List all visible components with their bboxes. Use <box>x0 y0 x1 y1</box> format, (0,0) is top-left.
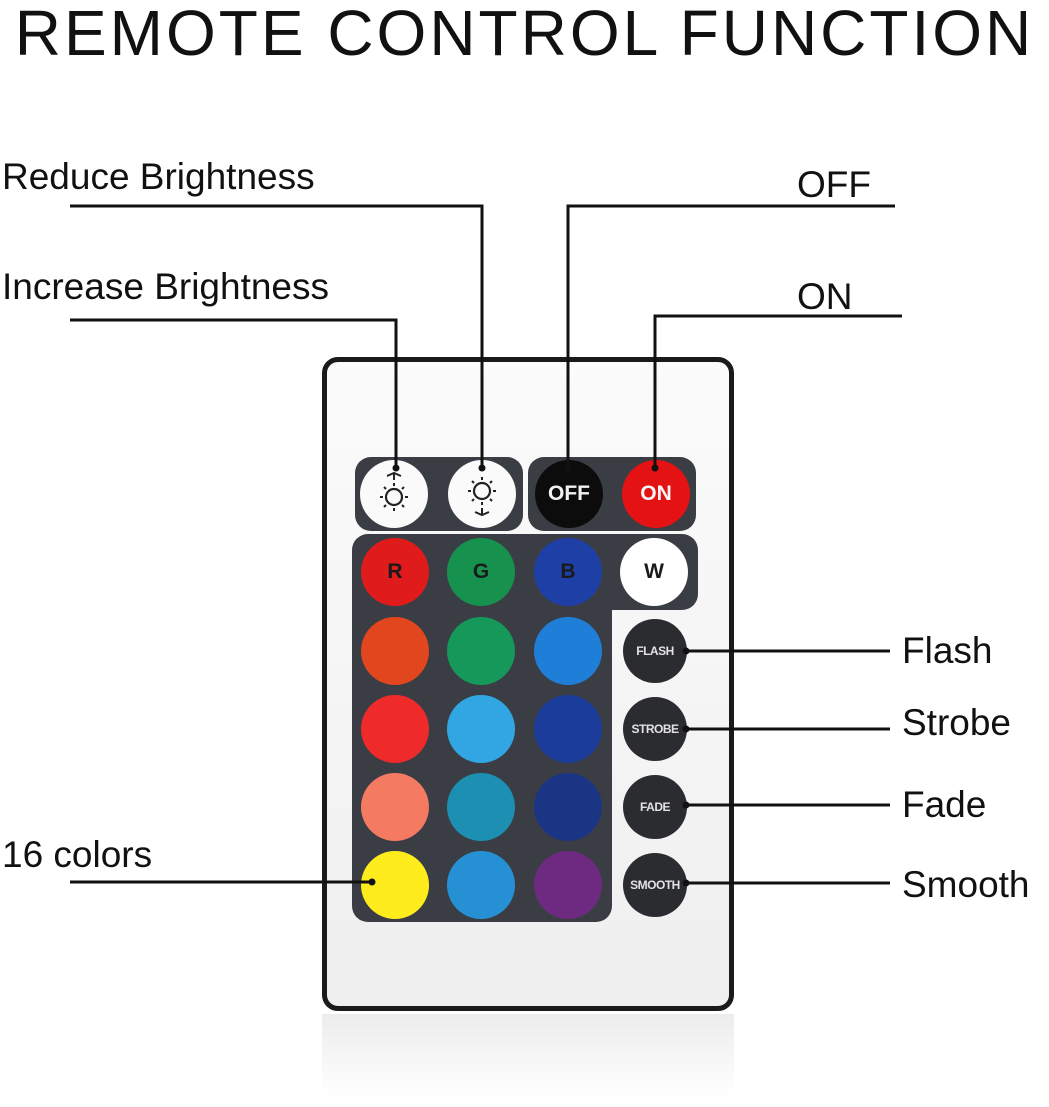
color-button[interactable] <box>361 695 429 763</box>
red-button[interactable]: R <box>361 538 429 606</box>
sun-down-icon <box>468 477 496 517</box>
label-reduce-brightness: Reduce Brightness <box>2 156 315 197</box>
leader-dot <box>682 879 690 887</box>
label-fade: Fade <box>902 784 987 825</box>
smooth-button[interactable]: SMOOTH <box>623 853 687 917</box>
leader-dot <box>682 647 690 655</box>
color-button[interactable] <box>534 773 602 841</box>
remote-reflection <box>322 1014 734 1107</box>
flash-button[interactable]: FLASH <box>623 619 687 683</box>
blue-button[interactable]: B <box>534 538 602 606</box>
color-button[interactable] <box>447 773 515 841</box>
green-button[interactable]: G <box>447 538 515 606</box>
color-button[interactable] <box>361 617 429 685</box>
color-button[interactable] <box>534 617 602 685</box>
increase-brightness-button[interactable] <box>360 460 428 528</box>
color-button[interactable] <box>447 695 515 763</box>
leader-dot <box>564 464 572 472</box>
color-button[interactable] <box>361 773 429 841</box>
label-on: ON <box>797 276 853 317</box>
sun-up-icon <box>380 471 408 511</box>
fade-button[interactable]: FADE <box>623 775 687 839</box>
strobe-button[interactable]: STROBE <box>623 697 687 761</box>
label-16-colors: 16 colors <box>2 834 153 875</box>
label-smooth: Smooth <box>902 864 1030 905</box>
leader-on <box>653 314 902 468</box>
leader-dot <box>478 464 486 472</box>
color-button[interactable] <box>534 695 602 763</box>
leader-dot <box>651 464 659 472</box>
white-button[interactable]: W <box>620 538 688 606</box>
label-strobe: Strobe <box>902 702 1012 743</box>
leader-reduce-brightness <box>70 204 484 468</box>
leader-dot <box>682 725 690 733</box>
label-flash: Flash <box>902 630 993 671</box>
label-increase-brightness: Increase Brightness <box>2 266 330 307</box>
label-off: OFF <box>797 164 871 205</box>
leader-dot <box>682 801 690 809</box>
leader-increase-brightness <box>70 318 398 468</box>
color-button[interactable] <box>534 851 602 919</box>
leader-off <box>566 204 895 468</box>
leader-dot <box>392 464 400 472</box>
leader-dot <box>368 878 376 886</box>
color-button[interactable] <box>447 617 515 685</box>
color-button[interactable] <box>447 851 515 919</box>
page-title: REMOTE CONTROL FUNCTION <box>14 0 1035 69</box>
